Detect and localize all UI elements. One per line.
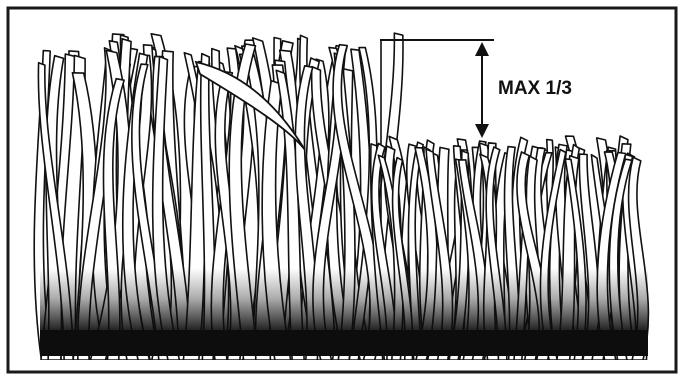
soil-base <box>40 330 648 356</box>
max-cut-label: MAX 1/3 <box>498 78 572 99</box>
